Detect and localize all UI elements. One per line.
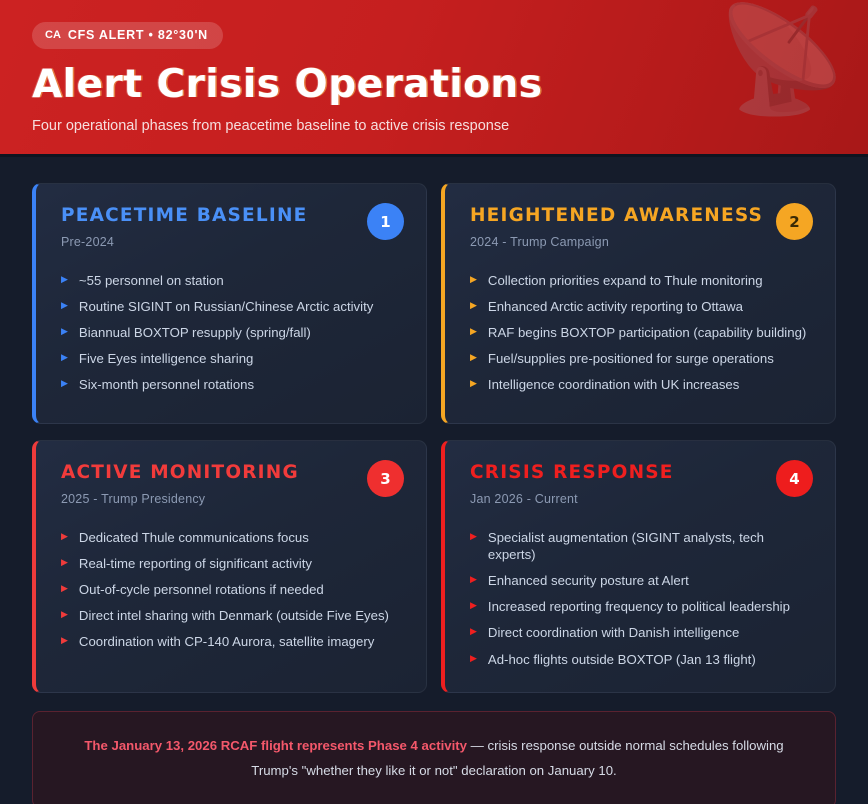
phase-title: CRISIS RESPONSE: [470, 462, 674, 483]
list-item-text: Direct coordination with Danish intellig…: [487, 625, 740, 641]
triangle-bullet-icon: ▶: [61, 300, 68, 310]
list-item-text: Real-time reporting of significant activ…: [78, 556, 312, 571]
list-item: ▶ Six-month personnel rotations: [61, 372, 404, 398]
list-item: ▶ Coordination with CP-140 Aurora, satell…: [61, 629, 404, 655]
list-item-text: ~55 personnel on station: [78, 272, 224, 288]
list-item-text: Coordination with CP-140 Aurora, satelli…: [78, 634, 375, 650]
list-item-text: Ad-hoc flights outside BOXTOP (Jan 13 fl…: [487, 651, 756, 667]
list-item: ▶ Biannual BOXTOP resupply (spring/fall): [61, 320, 404, 346]
list-item-text: Intelligence coordination with UK increa…: [487, 377, 740, 393]
phase-number-badge: 1: [367, 203, 404, 240]
page-subtitle: Four operational phases from peacetime b…: [32, 117, 510, 134]
list-item-text: Biannual BOXTOP resupply (spring/fall): [78, 325, 311, 341]
page-title: Alert Crisis Operations: [32, 62, 543, 107]
triangle-bullet-icon: ▶: [470, 273, 477, 284]
phase-card-4: CRISIS RESPONSE Jan 2026 - Current 4 ▶ Sp…: [441, 440, 836, 694]
list-item: ▶ Direct coordination with Danish intelli…: [470, 620, 813, 646]
phase-period: Pre-2024: [61, 235, 115, 250]
phase-card-header: ACTIVE MONITORING 2025 - Trump Presidenc…: [61, 460, 404, 507]
triangle-bullet-icon: ▶: [470, 300, 477, 310]
phase-number-badge: 4: [776, 460, 813, 497]
list-item-text: Fuel/supplies pre-positioned for surge o…: [487, 351, 774, 367]
phase-card-heading-group: CRISIS RESPONSE Jan 2026 - Current: [470, 462, 674, 507]
triangle-bullet-icon: ▶: [470, 652, 477, 663]
triangle-bullet-icon: ▶: [470, 626, 477, 637]
summary-callout: The January 13, 2026 RCAF flight represe…: [32, 711, 836, 804]
phase-card-header: PEACETIME BASELINE Pre-2024 1: [61, 203, 404, 250]
list-item-text: Increased reporting frequency to politic…: [487, 599, 790, 615]
triangle-bullet-icon: ▶: [61, 583, 68, 594]
triangle-bullet-icon: ▶: [61, 352, 68, 363]
phase-card-header: CRISIS RESPONSE Jan 2026 - Current 4: [470, 460, 813, 507]
phase-card-heading-group: PEACETIME BASELINE Pre-2024: [61, 205, 308, 250]
list-item-text: Specialist augmentation (SIGINT analysts…: [487, 529, 765, 562]
canada-flag-icon: CA: [45, 28, 61, 41]
list-item: ▶ Ad-hoc flights outside BOXTOP (Jan 13 f…: [470, 646, 813, 672]
location-badge-label: CFS ALERT • 82°30'N: [67, 28, 208, 42]
list-item-text: RAF begins BOXTOP participation (capabil…: [487, 325, 807, 341]
phase-period: Jan 2026 - Current: [470, 492, 578, 507]
triangle-bullet-icon: ▶: [470, 326, 477, 337]
list-item-text: Out-of-cycle personnel rotations if need…: [78, 582, 324, 598]
phase-item-list: ▶ Collection priorities expand to Thule m…: [470, 267, 813, 398]
phase-title: ACTIVE MONITORING: [61, 462, 299, 483]
triangle-bullet-icon: ▶: [61, 326, 68, 337]
callout-text: — crisis response outside normal schedul…: [251, 738, 784, 778]
list-item: ▶ Real-time reporting of significant acti…: [61, 551, 404, 577]
page-header: 📡 CA CFS ALERT • 82°30'N Alert Crisis Op…: [0, 0, 868, 157]
list-item: ▶ Routine SIGINT on Russian/Chinese Arcti…: [61, 294, 404, 320]
triangle-bullet-icon: ▶: [470, 378, 477, 389]
triangle-bullet-icon: ▶: [61, 378, 68, 389]
triangle-bullet-icon: ▶: [61, 530, 68, 541]
phase-item-list: ▶ Dedicated Thule communications focus ▶ R…: [61, 524, 404, 655]
list-item-text: Five Eyes intelligence sharing: [78, 351, 254, 367]
list-item: ▶ Enhanced Arctic activity reporting to O…: [470, 294, 813, 320]
triangle-bullet-icon: ▶: [470, 530, 477, 541]
list-item: ▶ Enhanced security posture at Alert: [470, 568, 813, 594]
phase-card-header: HEIGHTENED AWARENESS 2024 - Trump Campai…: [470, 203, 813, 250]
location-badge: CA CFS ALERT • 82°30'N: [32, 22, 223, 49]
list-item-text: Collection priorities expand to Thule mo…: [487, 272, 763, 288]
list-item: ▶ Intelligence coordination with UK incre…: [470, 372, 813, 398]
phase-card-1: PEACETIME BASELINE Pre-2024 1 ▶ ~55 perso…: [32, 183, 427, 424]
list-item: ▶ Specialist augmentation (SIGINT analyst…: [470, 524, 813, 567]
callout-highlight: The January 13, 2026 RCAF flight represe…: [84, 738, 467, 754]
phase-item-list: ▶ ~55 personnel on station ▶ Routine SIGIN…: [61, 267, 404, 398]
list-item: ▶ ~55 personnel on station: [61, 267, 404, 293]
list-item-text: Routine SIGINT on Russian/Chinese Arctic…: [78, 299, 374, 314]
list-item: ▶ Fuel/supplies pre-positioned for surge …: [470, 346, 813, 372]
phase-card-2: HEIGHTENED AWARENESS 2024 - Trump Campai…: [441, 183, 836, 424]
list-item: ▶ Increased reporting frequency to politi…: [470, 594, 813, 620]
phase-item-list: ▶ Specialist augmentation (SIGINT analyst…: [470, 524, 813, 672]
phase-period: 2025 - Trump Presidency: [61, 492, 206, 507]
list-item: ▶ Out-of-cycle personnel rotations if nee…: [61, 577, 404, 603]
phase-title: PEACETIME BASELINE: [61, 205, 308, 226]
phase-title: HEIGHTENED AWARENESS: [470, 205, 764, 226]
triangle-bullet-icon: ▶: [61, 635, 68, 646]
phase-number-badge: 3: [367, 460, 404, 497]
phase-period: 2024 - Trump Campaign: [470, 235, 609, 250]
triangle-bullet-icon: ▶: [61, 557, 68, 567]
phase-card-heading-group: ACTIVE MONITORING 2025 - Trump Presidenc…: [61, 462, 299, 507]
list-item-text: Direct intel sharing with Denmark (outsi…: [78, 608, 389, 624]
list-item-text: Enhanced security posture at Alert: [487, 573, 689, 589]
list-item: ▶ Collection priorities expand to Thule m…: [470, 267, 813, 293]
phase-number-badge: 2: [776, 203, 813, 240]
phase-card-3: ACTIVE MONITORING 2025 - Trump Presidenc…: [32, 440, 427, 694]
triangle-bullet-icon: ▶: [470, 600, 477, 611]
phase-card-heading-group: HEIGHTENED AWARENESS 2024 - Trump Campai…: [470, 205, 764, 250]
list-item-text: Enhanced Arctic activity reporting to Ot…: [487, 299, 744, 314]
list-item-text: Dedicated Thule communications focus: [78, 529, 309, 545]
list-item: ▶ Direct intel sharing with Denmark (outs…: [61, 603, 404, 629]
list-item-text: Six-month personnel rotations: [78, 377, 255, 393]
triangle-bullet-icon: ▶: [470, 574, 477, 585]
list-item: ▶ Dedicated Thule communications focus: [61, 524, 404, 550]
triangle-bullet-icon: ▶: [61, 609, 68, 620]
list-item: ▶ Five Eyes intelligence sharing: [61, 346, 404, 372]
list-item: ▶ RAF begins BOXTOP participation (capabi…: [470, 320, 813, 346]
phase-grid: PEACETIME BASELINE Pre-2024 1 ▶ ~55 perso…: [0, 157, 868, 694]
triangle-bullet-icon: ▶: [61, 273, 68, 284]
triangle-bullet-icon: ▶: [470, 352, 477, 363]
